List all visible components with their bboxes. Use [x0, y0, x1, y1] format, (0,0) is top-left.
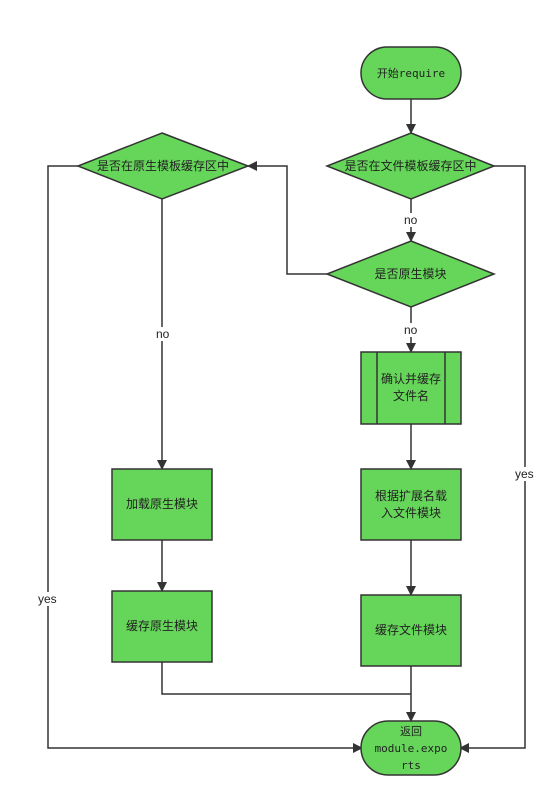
load-native-process [111, 468, 213, 541]
edges [47, 99, 526, 753]
start-label: 开始require [376, 66, 446, 80]
is-native-decision [324, 240, 497, 308]
resolve-filename-label: 确认并缓存 文件名 [380, 372, 441, 403]
cache-file-label: 缓存文件模块 [374, 623, 447, 637]
edge-label-native-cache-no: no [155, 327, 171, 341]
edge-is-native-to-native-cache [247, 161, 327, 275]
edge-file-cache-yes-to-return [459, 165, 526, 753]
edge-label-is-native-no: no [403, 323, 419, 337]
edge-label-native-cache-yes: yes [37, 592, 58, 606]
native-cache-label: 是否在原生模板缓存区中 [96, 158, 229, 173]
return-label: 返回 module.expo rts [374, 724, 448, 772]
nodes [75, 46, 497, 776]
load-by-ext-process [360, 468, 462, 541]
edge-label-file-cache-yes: yes [514, 467, 535, 481]
edge-native-cache-yes-to-return [47, 165, 363, 753]
load-native-label: 加载原生模块 [125, 497, 198, 511]
return-terminator [360, 720, 462, 776]
file-cache-decision [324, 132, 497, 200]
native-cache-decision [75, 132, 251, 200]
is-native-label: 是否原生模块 [374, 266, 447, 281]
cache-native-process [111, 590, 213, 663]
cache-native-label: 缓存原生模块 [125, 619, 198, 633]
resolve-filename-process [360, 351, 462, 425]
edge-cache-native-to-return [161, 662, 411, 695]
file-cache-label: 是否在文件模板缓存区中 [344, 158, 477, 173]
edge-label-file-cache-no: no [403, 213, 419, 227]
start-terminator [360, 46, 462, 100]
cache-file-process [360, 594, 462, 667]
load-by-ext-label: 根据扩展名载 入文件模块 [374, 488, 447, 520]
